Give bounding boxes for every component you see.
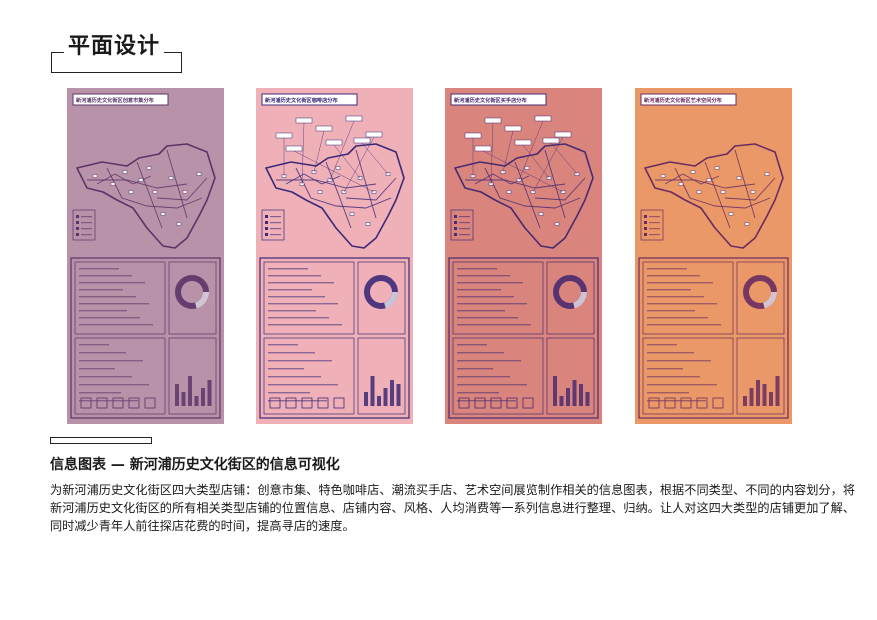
poster-buyer-shop: 新河浦历史文化街区买手店分布	[445, 88, 602, 424]
poster-title: 新河浦历史文化街区艺术空间分布	[644, 96, 722, 104]
map-legend	[450, 209, 474, 241]
section-heading: 信息图表 — 新河浦历史文化街区的信息可视化	[50, 457, 340, 473]
poster-art-space: 新河浦历史文化街区艺术空间分布	[635, 88, 792, 424]
district-map	[454, 143, 594, 249]
poster-creative-market: 新河浦历史文化街区创意市集分布	[67, 88, 224, 424]
poster-title: 新河浦历史文化街区咖啡店分布	[265, 96, 338, 104]
poster-title-bar	[640, 93, 737, 106]
map-legend	[261, 209, 285, 241]
map-legend	[72, 209, 96, 241]
poster-title: 新河浦历史文化街区创意市集分布	[76, 96, 154, 104]
poster-title-bar	[72, 93, 169, 106]
poster-title-bar	[450, 93, 547, 106]
poster-title-bar	[261, 93, 358, 106]
district-map	[265, 143, 405, 249]
district-map	[76, 143, 216, 249]
district-map	[644, 143, 784, 249]
section-divider	[50, 437, 152, 444]
description-paragraph: 为新河浦历史文化街区四大类型店铺：创意市集、特色咖啡店、潮流买手店、艺术空间展览…	[50, 483, 855, 533]
page-title: 平面设计	[64, 33, 165, 61]
poster-title: 新河浦历史文化街区买手店分布	[454, 96, 527, 104]
map-legend	[640, 209, 664, 241]
poster-coffee-shop: 新河浦历史文化街区咖啡店分布	[256, 88, 413, 424]
